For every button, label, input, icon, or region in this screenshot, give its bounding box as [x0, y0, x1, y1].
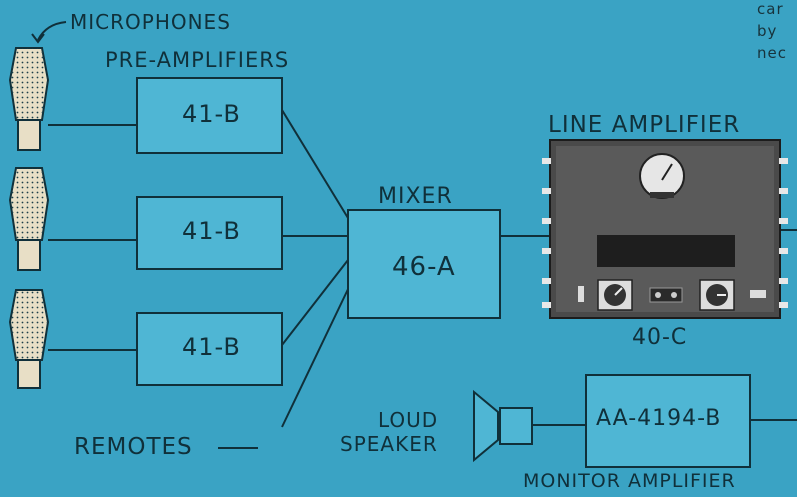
line-amplifier-panel	[542, 139, 788, 319]
loudspeaker-icon	[473, 389, 533, 463]
pointer-arrow-icon	[31, 21, 67, 44]
mixer-label: MIXER	[378, 184, 453, 209]
preamp-2-code: 41-B	[182, 217, 241, 245]
corner-text: car by nec	[757, 0, 787, 64]
meter-icon	[639, 153, 685, 199]
preamp-box-2	[136, 196, 283, 270]
mixer-code: 46-A	[392, 252, 456, 282]
dial-icon	[597, 279, 633, 311]
monitor-amp-box	[585, 374, 751, 468]
microphone-icon	[8, 167, 50, 271]
monitor-amplifier-label: MONITOR AMPLIFIER	[523, 470, 736, 492]
preamp-box-3	[136, 312, 283, 386]
preamp-3-code: 41-B	[182, 333, 241, 361]
preamp-box-1	[136, 77, 283, 154]
connection-lines	[48, 109, 797, 449]
switch-icon	[649, 287, 683, 303]
monitor-amp-code: AA-4194-B	[596, 406, 722, 431]
dial-icon	[699, 279, 735, 311]
pre-amplifiers-label: PRE-AMPLIFIERS	[105, 48, 290, 72]
speaker-label: SPEAKER	[340, 432, 438, 456]
corner-line: by	[757, 22, 778, 40]
corner-line: car	[757, 0, 784, 18]
line-amp-code: 40-C	[632, 325, 688, 350]
mixer-box	[347, 209, 501, 319]
microphone-icon	[8, 47, 50, 151]
line-amplifier-label: LINE AMPLIFIER	[548, 112, 741, 138]
microphone-icon	[8, 289, 50, 389]
jack-icon	[578, 286, 766, 302]
loud-label: LOUD	[378, 408, 439, 432]
preamp-1-code: 41-B	[182, 100, 241, 128]
corner-line: nec	[757, 44, 787, 62]
remotes-label: REMOTES	[74, 434, 193, 460]
microphones-label: MICROPHONES	[70, 10, 231, 34]
